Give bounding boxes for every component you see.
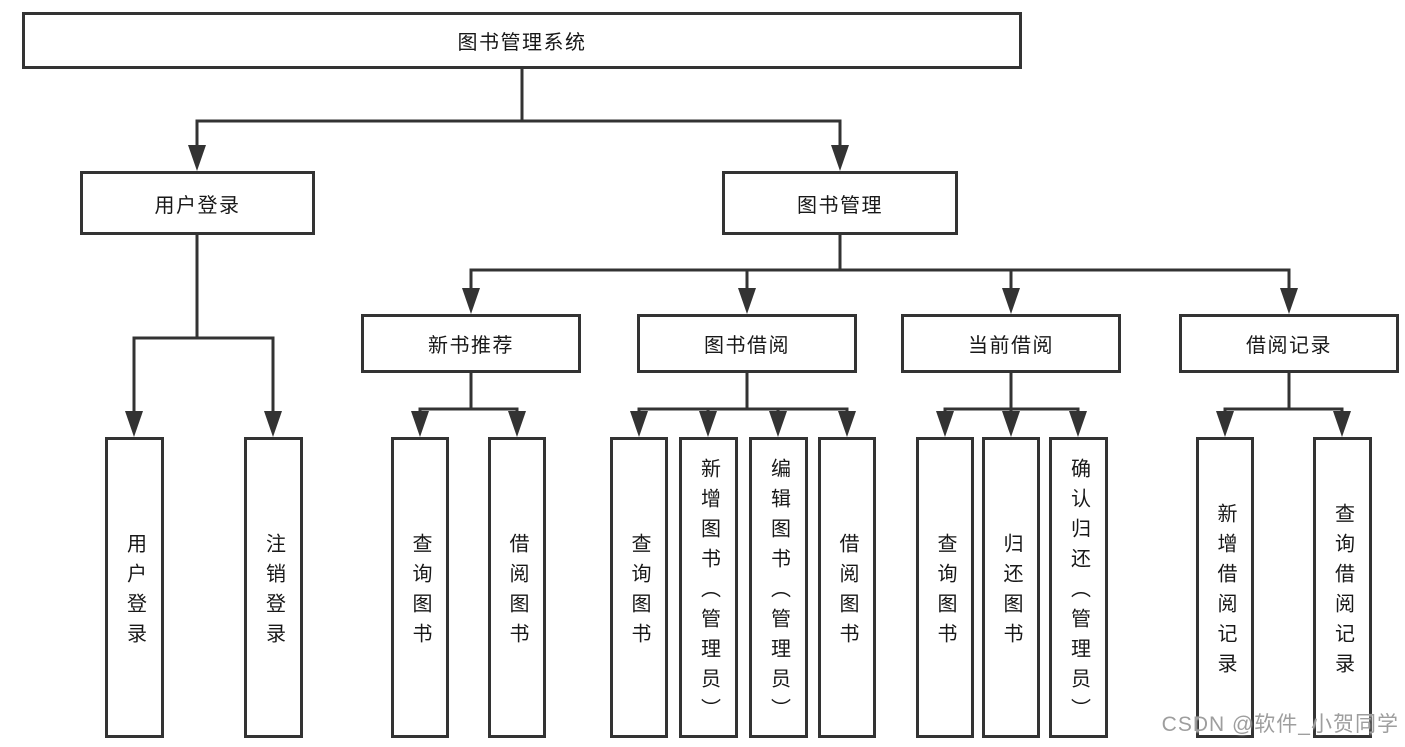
leaf-query-book-borrow: 查询图书 xyxy=(610,437,668,738)
node-label: 图书管理系统 xyxy=(457,32,587,54)
csdn-watermark: CSDN @软件_小贺同学 xyxy=(1161,713,1399,736)
leaf-label: 用户登录 xyxy=(123,532,146,653)
leaf-label: 归还图书 xyxy=(1000,532,1022,653)
leaf-label: 查询借阅记录 xyxy=(1331,502,1354,683)
leaf-label: 编辑图书（管理员） xyxy=(767,457,790,728)
leaf-label: 确认归还（管理员） xyxy=(1067,457,1090,728)
leaf-label: 查询图书 xyxy=(934,532,956,653)
leaf-query-book-recommend: 查询图书 xyxy=(391,437,449,738)
node-book-manage: 图书管理 xyxy=(722,171,958,235)
leaf-label: 借阅图书 xyxy=(836,532,858,653)
node-borrow-record: 借阅记录 xyxy=(1179,314,1399,373)
leaf-label: 查询图书 xyxy=(628,532,650,653)
node-user-login: 用户登录 xyxy=(80,171,315,235)
node-label: 用户登录 xyxy=(154,194,241,217)
node-label: 图书借阅 xyxy=(704,335,790,357)
node-label: 新书推荐 xyxy=(428,335,514,357)
leaf-label: 新增图书（管理员） xyxy=(697,457,720,728)
leaf-query-book-current: 查询图书 xyxy=(916,437,974,738)
node-new-book-recommend: 新书推荐 xyxy=(361,314,581,373)
leaf-user-login: 用户登录 xyxy=(105,437,164,738)
leaf-label: 新增借阅记录 xyxy=(1214,502,1236,683)
node-book-borrow: 图书借阅 xyxy=(637,314,857,373)
leaf-edit-book-admin: 编辑图书（管理员） xyxy=(749,437,808,738)
leaf-label: 借阅图书 xyxy=(506,532,528,653)
leaf-return-book: 归还图书 xyxy=(982,437,1040,738)
leaf-add-book-admin: 新增图书（管理员） xyxy=(679,437,738,738)
node-book-management-system: 图书管理系统 xyxy=(22,12,1022,69)
leaf-borrow-book-recommend: 借阅图书 xyxy=(488,437,546,738)
arrowheads xyxy=(125,145,1351,437)
leaf-logout: 注销登录 xyxy=(244,437,303,738)
node-label: 当前借阅 xyxy=(968,335,1054,357)
leaf-add-borrow-record: 新增借阅记录 xyxy=(1196,437,1254,738)
node-label: 借阅记录 xyxy=(1246,335,1332,357)
leaf-confirm-return-admin: 确认归还（管理员） xyxy=(1049,437,1108,738)
leaf-label: 查询图书 xyxy=(409,532,431,653)
node-current-borrow: 当前借阅 xyxy=(901,314,1121,373)
leaf-borrow-book-borrow: 借阅图书 xyxy=(818,437,876,738)
leaf-query-borrow-record: 查询借阅记录 xyxy=(1313,437,1372,738)
leaf-label: 注销登录 xyxy=(262,532,285,653)
node-label: 图书管理 xyxy=(797,194,883,217)
